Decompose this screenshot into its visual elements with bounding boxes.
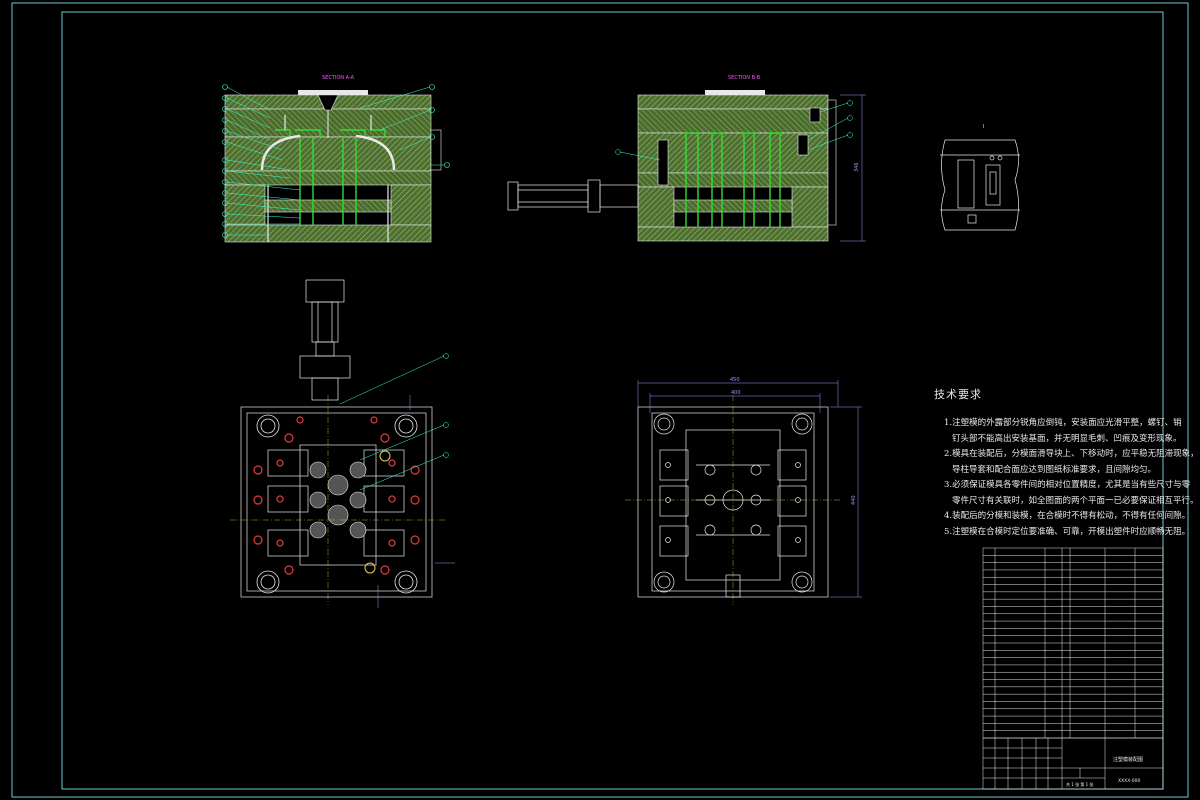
scale-row: 共 1 张 第 1 张 [1066, 781, 1093, 787]
inner-frame [61, 11, 1164, 790]
technical-requirements: 技术要求 1.注塑模的外露部分锐角应倒钝，安装面应光滑平整，螺钉、销 钉头部不能… [934, 386, 1199, 540]
outer-frame [11, 2, 1189, 798]
title-block [982, 737, 1164, 790]
section-a-title: SECTION A-A [322, 75, 355, 81]
parts-list-table [982, 547, 1164, 739]
tech-req-title: 技术要求 [934, 388, 982, 401]
plan-dim-height: 440 [851, 495, 857, 505]
tech-req-line: 1.注塑模的外露部分锐角应倒钝，安装面应光滑平整，螺钉、销 [944, 418, 1182, 428]
drawing-title: 注塑模装配图 [1113, 756, 1143, 763]
detail-label: I [983, 124, 984, 130]
detail-view: I [940, 124, 1020, 231]
tech-req-line: 5.注塑模在合模时定位要准确、可靠，开模出塑件时应顺畅无阻。 [944, 526, 1191, 537]
drawing-code: XXXX-000 [1118, 778, 1140, 784]
plan-dim-overall: 450 [730, 377, 740, 383]
section-b-view: SECTION B-B [507, 75, 866, 242]
section-a-view: SECTION A-A [222, 75, 450, 243]
section-b-title: SECTION B-B [728, 75, 761, 81]
tech-req-line: 4.装配后的分模和装模，在合模时不得有松动，不得有任何间隙。 [944, 511, 1191, 521]
tech-req-line: 2.模具在装配后，分模面滑导块上、下移动时，应平稳无阻滞现象， [944, 449, 1199, 459]
tech-req-line: 3.必须保证模具各零件间的相对位置精度，尤其是当有些尺寸与零 [944, 480, 1191, 490]
side-dim-height: 346 [854, 162, 860, 172]
plan-view-right: 450 400 440 [625, 377, 862, 605]
tech-req-line: 钉头部不能高出安装基面，并无明显毛刺、凹痕及变形现象。 [952, 433, 1182, 444]
plan-view-left [230, 279, 455, 608]
tech-req-line: 导柱导套和配合面应达到图纸标准要求，且间隙均匀。 [952, 464, 1157, 475]
plan-dim-inner: 400 [731, 390, 741, 396]
tech-req-line: 零件尺寸有关联时，如全图面的两个平面一已必要保证相互平行。 [952, 495, 1199, 506]
